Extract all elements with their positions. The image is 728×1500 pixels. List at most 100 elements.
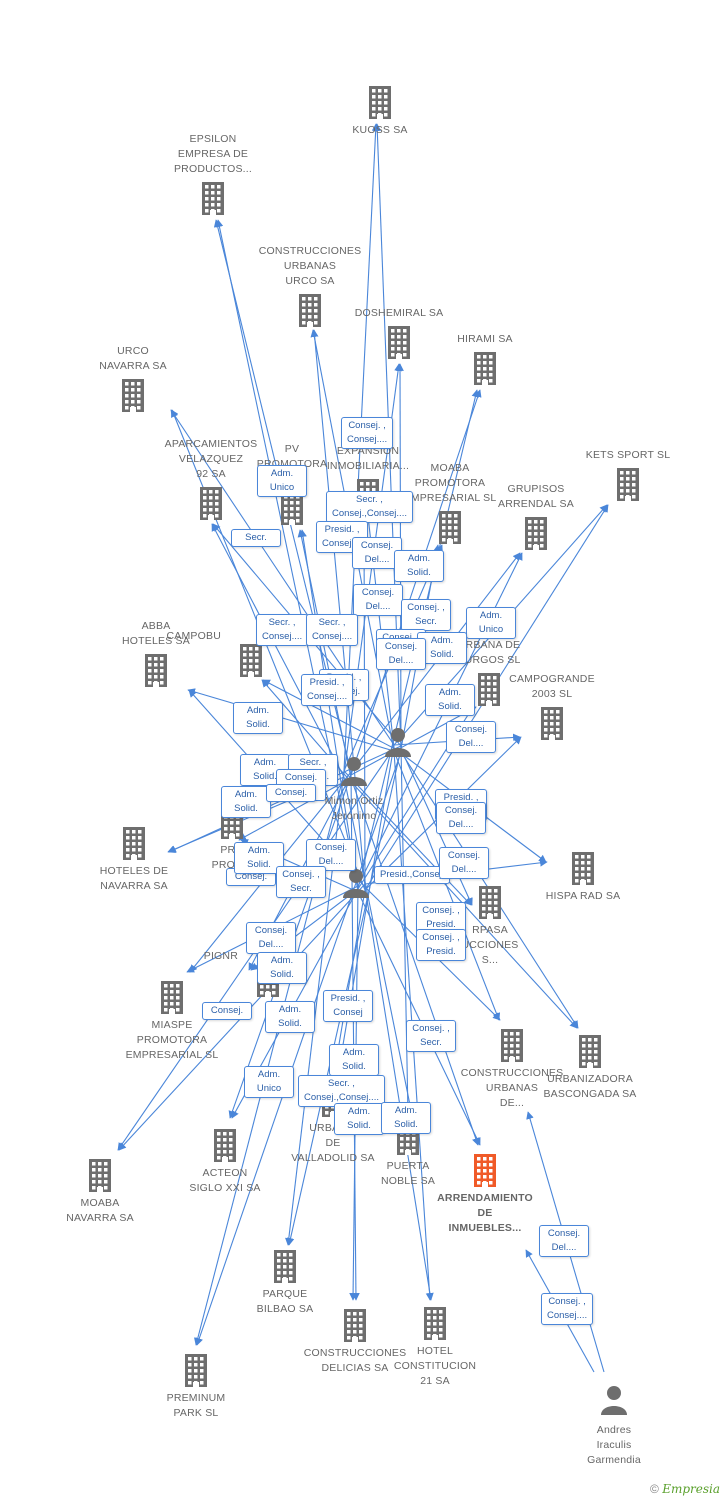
building-icon bbox=[271, 1249, 299, 1288]
building-icon bbox=[296, 293, 324, 332]
role-badge[interactable]: Consej. bbox=[202, 1002, 252, 1020]
role-badge[interactable]: Adm. Solid. bbox=[265, 1001, 315, 1033]
building-icon bbox=[498, 1028, 526, 1067]
role-badge[interactable]: Presid. , Consej.... bbox=[301, 674, 354, 706]
role-badge[interactable]: Consej. , Consej.... bbox=[341, 417, 394, 449]
company-node-doshemiral[interactable]: DOSHEMIRAL SA bbox=[334, 306, 464, 359]
company-node-campogrande[interactable]: CAMPOGRANDE 2003 SL bbox=[487, 672, 617, 740]
company-node-hoteles_nav[interactable]: HOTELES DE NAVARRA SA bbox=[69, 826, 199, 894]
role-badge[interactable]: Consej. , Secr. bbox=[276, 866, 326, 898]
company-node-grupisos[interactable]: GRUPISOS ARRENDAL SA bbox=[471, 482, 601, 550]
node-label: PREMINUM PARK SL bbox=[166, 1392, 226, 1419]
building-icon bbox=[86, 1158, 114, 1197]
role-badge[interactable]: Adm. Unico bbox=[466, 607, 516, 639]
role-badge[interactable]: Consej. bbox=[266, 784, 316, 802]
building-icon bbox=[538, 706, 566, 745]
role-badge[interactable]: Adm. Solid. bbox=[221, 786, 271, 818]
node-label: EPSILON EMPRESA DE PRODUCTOS... bbox=[173, 133, 253, 175]
company-node-parque[interactable]: PARQUE BILBAO SA bbox=[220, 1249, 350, 1317]
person-node-andres[interactable]: Andres Iraculis Garmendia bbox=[549, 1385, 679, 1468]
node-label: PUERTA NOBLE SA bbox=[380, 1160, 436, 1187]
node-label: MIASPE PROMOTORA EMPRESARIAL SL bbox=[125, 1019, 219, 1061]
company-node-epsilon[interactable]: EPSILON EMPRESA DE PRODUCTOS... bbox=[148, 132, 278, 215]
company-node-burgos[interactable]: URBANA DE BURGOS SL bbox=[424, 638, 554, 706]
node-label: Mimon Ortiz Jeronimo bbox=[324, 795, 384, 822]
building-icon bbox=[197, 486, 225, 525]
relation-edge bbox=[299, 529, 359, 893]
building-icon bbox=[237, 643, 265, 682]
company-node-aparcamientos[interactable]: APARCAMIENTOS VELAZQUEZ 92 SA bbox=[146, 437, 276, 520]
role-badge[interactable]: Secr. bbox=[231, 529, 281, 547]
company-node-moaba_nav[interactable]: MOABA NAVARRA SA bbox=[35, 1158, 165, 1226]
company-node-urco_nav[interactable]: URCO NAVARRA SA bbox=[68, 344, 198, 412]
node-label: CAMPOBU bbox=[166, 630, 221, 642]
role-badge[interactable]: Consej. Del.... bbox=[539, 1225, 589, 1257]
empresia-logo[interactable]: Empresia bbox=[662, 1482, 720, 1496]
role-badge[interactable]: Consej. , Presid. bbox=[416, 902, 466, 934]
role-badge[interactable]: Adm. Unico bbox=[244, 1066, 294, 1098]
role-badge[interactable]: Consej. Del.... bbox=[353, 584, 403, 616]
role-badge[interactable]: Secr. , Consej.... bbox=[306, 614, 359, 646]
company-node-hispa[interactable]: HISPA RAD SA bbox=[518, 851, 648, 904]
person-node-person_c[interactable] bbox=[291, 868, 421, 906]
company-node-hirami[interactable]: HIRAMI SA bbox=[420, 332, 550, 385]
relation-edge bbox=[350, 777, 480, 1146]
person-node-person_b[interactable] bbox=[333, 727, 463, 765]
company-node-delicias[interactable]: CONSTRUCCIONES DELICIAS SA bbox=[290, 1308, 420, 1376]
node-label: RPASA UCCIONES S... bbox=[461, 924, 519, 966]
role-badge[interactable]: Consej. , Presid. bbox=[416, 929, 466, 961]
role-badge[interactable]: Secr. , Consej.,Consej.... bbox=[326, 491, 413, 523]
role-badge[interactable]: Consej. Del.... bbox=[306, 839, 356, 871]
company-node-kuoss[interactable]: KUOSS SA bbox=[315, 85, 445, 138]
node-label: KETS SPORT SL bbox=[585, 449, 671, 461]
role-badge[interactable]: Secr. , Consej.... bbox=[256, 614, 309, 646]
role-badge[interactable]: Consej. Del.... bbox=[376, 638, 426, 670]
role-badge[interactable]: Adm. Solid. bbox=[329, 1044, 379, 1076]
company-node-abba[interactable]: ABBA HOTELES SA bbox=[91, 619, 221, 687]
company-node-kets[interactable]: KETS SPORT SL bbox=[563, 448, 693, 501]
company-node-constitucion[interactable]: HOTEL CONSTITUCION 21 SA bbox=[370, 1306, 500, 1389]
company-node-acteon[interactable]: ACTEON SIGLO XXI SA bbox=[160, 1128, 290, 1196]
company-node-arpasa[interactable]: RPASA UCCIONES S... bbox=[425, 885, 555, 968]
role-badge[interactable]: Adm. Unico bbox=[257, 465, 307, 497]
role-badge[interactable]: Consej. , Consej.... bbox=[541, 1293, 594, 1325]
company-node-urco_urb[interactable]: CONSTRUCCIONES URBANAS URCO SA bbox=[245, 244, 375, 327]
role-badge[interactable]: Consej. Del.... bbox=[436, 802, 486, 834]
copyright-symbol: © bbox=[650, 1482, 659, 1496]
node-label: CONSTRUCCIONES DELICIAS SA bbox=[303, 1347, 407, 1374]
role-badge[interactable]: Adm. Solid. bbox=[381, 1102, 431, 1134]
role-badge[interactable]: Adm. Solid. bbox=[234, 842, 284, 874]
role-badge[interactable]: Consej. Del.... bbox=[246, 922, 296, 954]
role-badge[interactable]: Adm. Solid. bbox=[257, 952, 307, 984]
role-badge[interactable]: Presid.,Consej. bbox=[374, 866, 451, 884]
building-icon bbox=[522, 516, 550, 555]
role-badge[interactable]: Adm. Solid. bbox=[394, 550, 444, 582]
company-node-preminum[interactable]: PREMINUM PARK SL bbox=[131, 1353, 261, 1421]
role-badge[interactable]: Consej. , Secr. bbox=[406, 1020, 456, 1052]
building-icon bbox=[341, 1308, 369, 1347]
role-badge[interactable]: Adm. Solid. bbox=[233, 702, 283, 734]
relation-edge bbox=[364, 886, 434, 1301]
company-node-bascongada[interactable]: URBANIZADORA BASCONGADA SA bbox=[525, 1034, 655, 1102]
company-node-construc_de[interactable]: CONSTRUCCIONES URBANAS DE... bbox=[447, 1028, 577, 1111]
node-label: HOTEL CONSTITUCION 21 SA bbox=[393, 1345, 477, 1387]
building-icon bbox=[158, 980, 186, 1019]
company-node-arrendamiento[interactable]: ARRENDAMIENTO DE INMUEBLES... bbox=[420, 1153, 550, 1236]
company-node-miaspe[interactable]: MIASPE PROMOTORA EMPRESARIAL SL bbox=[107, 980, 237, 1063]
role-badge[interactable]: Adm. Solid. bbox=[425, 684, 475, 716]
company-node-puerta[interactable]: PUERTA NOBLE SA bbox=[343, 1121, 473, 1189]
role-badge[interactable]: Consej. , Secr. bbox=[401, 599, 451, 631]
building-icon bbox=[614, 467, 642, 506]
role-badge[interactable]: Consej. Del.... bbox=[446, 721, 496, 753]
role-badge[interactable]: Adm. Solid. bbox=[334, 1103, 384, 1135]
relation-edge bbox=[350, 389, 482, 776]
role-badge[interactable]: Consej. Del.... bbox=[352, 537, 402, 569]
building-icon bbox=[421, 1306, 449, 1345]
building-icon bbox=[476, 885, 504, 924]
person-node-mimon[interactable]: Mimon Ortiz Jeronimo bbox=[289, 756, 419, 824]
role-badge[interactable]: Secr. , Consej.,Consej.... bbox=[298, 1075, 385, 1107]
building-icon bbox=[142, 653, 170, 692]
role-badge[interactable]: Presid. , Consej bbox=[323, 990, 373, 1022]
company-node-moaba_prom[interactable]: MOABA PROMOTORA EMPRESARIAL SL bbox=[385, 461, 515, 544]
role-badge[interactable]: Consej. Del.... bbox=[439, 847, 489, 879]
